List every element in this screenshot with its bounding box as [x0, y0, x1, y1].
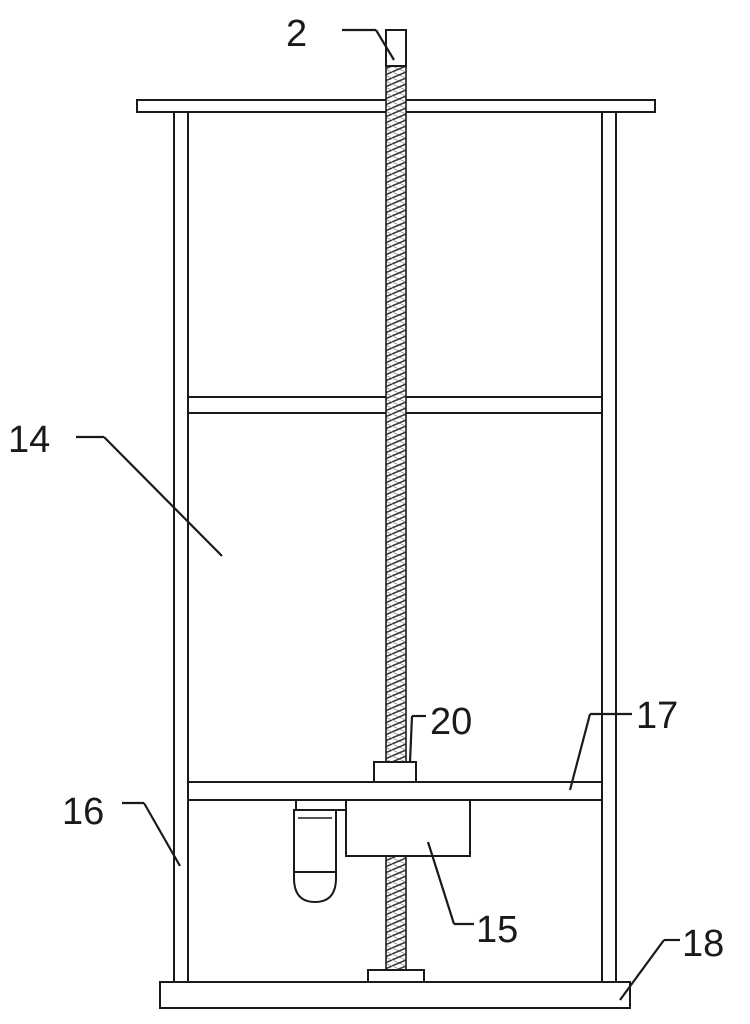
leader-20b	[408, 715, 414, 763]
leader-2b	[375, 29, 395, 61]
label-14: 14	[8, 419, 50, 461]
label-18: 18	[682, 923, 724, 965]
label-20: 20	[430, 701, 472, 743]
motor-case	[345, 799, 471, 857]
left-post	[173, 111, 189, 983]
leader-17b	[568, 713, 592, 791]
base-plate	[159, 981, 631, 1009]
leader-18b	[619, 939, 665, 1001]
screw-rod-upper	[385, 29, 407, 783]
label-17: 17	[636, 695, 678, 737]
screw-rod-lower	[385, 855, 407, 971]
motor-bottom-cap	[293, 871, 337, 904]
nut	[373, 761, 417, 783]
label-2: 2	[286, 13, 307, 55]
right-post	[601, 111, 617, 983]
motor-bracket	[295, 799, 347, 811]
bearing-seat	[367, 969, 425, 983]
label-16: 16	[62, 791, 104, 833]
lifting-plate	[187, 781, 603, 801]
leader-14b	[103, 436, 223, 557]
screw-rod-top-cap	[385, 29, 407, 67]
leader-16b	[143, 802, 181, 867]
motor-body	[293, 809, 337, 873]
label-15: 15	[476, 909, 518, 951]
leader-15	[426, 841, 456, 925]
